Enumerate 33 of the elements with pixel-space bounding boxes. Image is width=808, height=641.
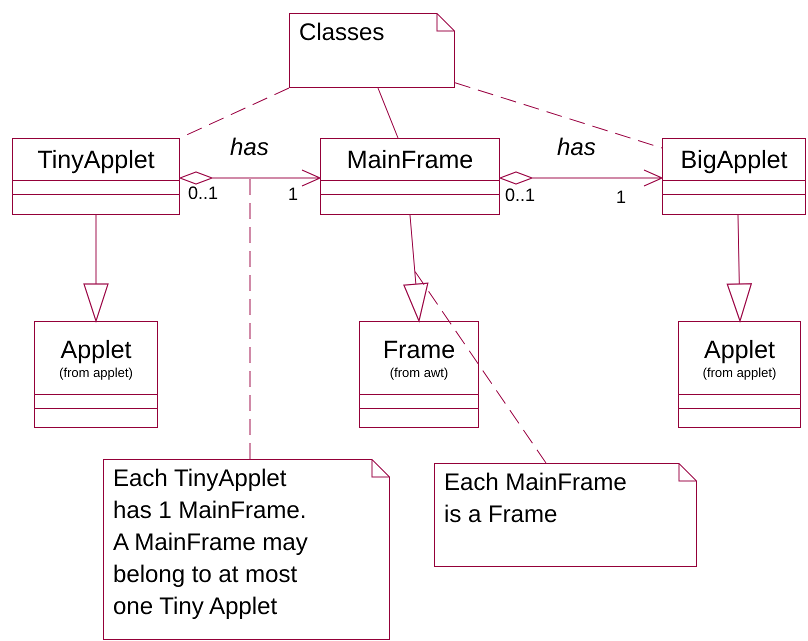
class-name: Frame (382, 335, 456, 365)
class-name: Applet (60, 335, 132, 365)
package-note: (from applet) (59, 365, 133, 381)
note-text: Classes (299, 18, 386, 48)
class-name: BigApplet (680, 144, 788, 174)
generalization-arrow (726, 214, 752, 322)
note-box (434, 463, 697, 567)
class-box (34, 321, 158, 428)
connector-line (454, 82, 662, 148)
class-box (320, 138, 500, 215)
aggregation-arrow (499, 169, 663, 187)
package-note: (from awt) (390, 365, 448, 381)
class-name: TinyApplet (37, 144, 155, 174)
multiplicity-label: 0..1 (188, 182, 218, 204)
class-box (678, 321, 801, 428)
class-box (12, 138, 180, 215)
connector-line (378, 88, 398, 138)
note-box (289, 13, 455, 88)
leader-line (414, 270, 546, 464)
generalization-arrow (403, 214, 428, 322)
package-note: (from applet) (702, 365, 776, 381)
generalization-arrow (83, 214, 109, 322)
class-box (359, 321, 479, 428)
multiplicity-label: 0..1 (505, 184, 536, 206)
note-text: Each TinyApplet has 1 MainFrame. A MainFrame may belong to at most one Tiny Applet (113, 464, 309, 622)
class-name: Applet (704, 335, 775, 365)
class-box (662, 138, 806, 215)
note-text: Each MainFrame is a Frame (444, 468, 628, 530)
note-box (103, 459, 390, 640)
multiplicity-label: 1 (616, 186, 626, 208)
aggregation-arrow (179, 169, 321, 187)
class-name: MainFrame (346, 144, 474, 174)
multiplicity-label: 1 (288, 183, 298, 205)
